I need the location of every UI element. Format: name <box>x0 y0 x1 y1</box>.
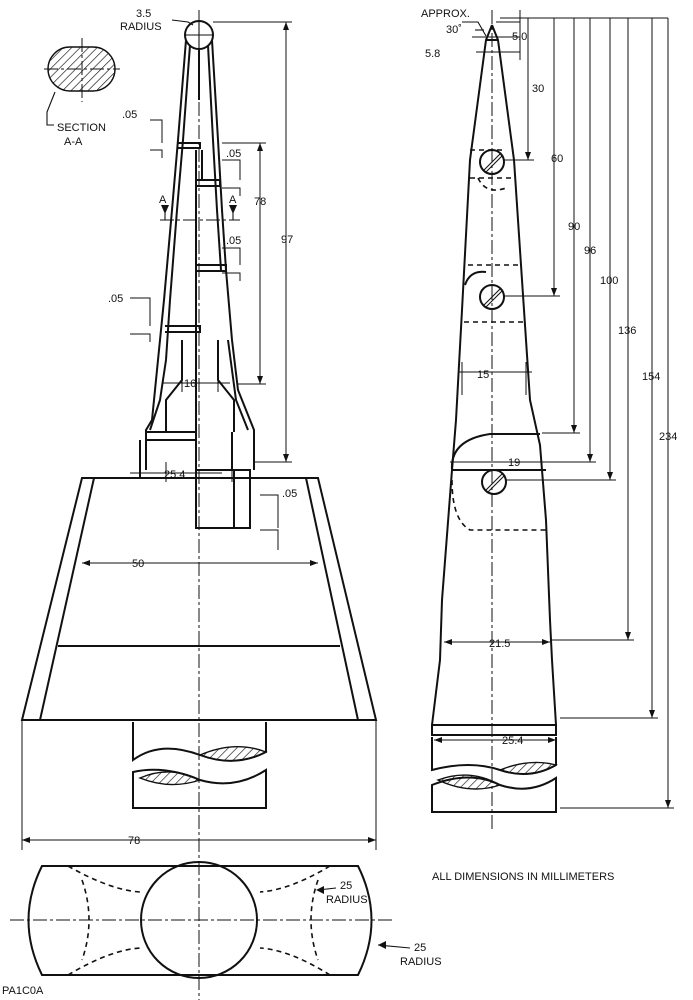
radius-value-label: 3.5 <box>136 8 151 20</box>
dim-05-label: .05 <box>226 235 241 247</box>
dim-05-label: .05 <box>226 148 241 160</box>
approx-label: APPROX. <box>421 8 470 20</box>
dim-97-label: 97 <box>281 234 293 246</box>
radius-25-label: 25 <box>340 880 352 892</box>
section-aa-view <box>44 38 120 126</box>
dim-25-4-right-label: 25.4 <box>502 735 523 747</box>
dim-16-label: 16 <box>184 378 196 390</box>
dim-5-8-label: 5.8 <box>425 48 440 60</box>
section-mark-right: A <box>229 194 237 206</box>
dim-60-label: 60 <box>551 153 563 165</box>
dim-96-label: 96 <box>584 245 596 257</box>
radius-25-label: 25 <box>414 942 426 954</box>
units-note: ALL DIMENSIONS IN MILLIMETERS <box>432 871 614 883</box>
dim-78-width-label: 78 <box>128 835 140 847</box>
section-mark-left: A <box>159 194 167 206</box>
dim-05-label: .05 <box>282 488 297 500</box>
dim-19-label: 19 <box>508 457 520 469</box>
dim-136-label: 136 <box>618 325 636 337</box>
section-aa-label: A-A <box>64 136 83 148</box>
dim-90-label: 90 <box>568 221 580 233</box>
front-view-spike <box>139 10 255 1000</box>
angle-label: 30˚ <box>446 24 462 36</box>
dim-15-label: 15 <box>477 369 489 381</box>
dim-234-label: 234 <box>659 431 677 443</box>
side-view <box>431 10 558 830</box>
side-view-dimensions <box>434 10 674 809</box>
section-title-label: SECTION <box>57 122 106 134</box>
dim-30-label: 30 <box>532 83 544 95</box>
front-view-dimensions <box>21 19 411 949</box>
dim-25-4-left-label: 25.4 <box>164 469 185 481</box>
radius-word-label: RADIUS <box>326 894 368 906</box>
drawing-id-label: PA1C0A <box>2 985 44 997</box>
dim-5-0-label: 5.0 <box>512 31 527 43</box>
dim-50-label: 50 <box>132 558 144 570</box>
dim-21-5-label: 21.5 <box>489 638 510 650</box>
dim-05-label: .05 <box>122 109 137 121</box>
dim-100-label: 100 <box>600 275 618 287</box>
dim-78-height-label: 78 <box>254 196 266 208</box>
radius-word-label: RADIUS <box>400 956 442 968</box>
dim-154-label: 154 <box>642 371 660 383</box>
dim-05-label: .05 <box>108 293 123 305</box>
radius-word-label: RADIUS <box>120 21 162 33</box>
